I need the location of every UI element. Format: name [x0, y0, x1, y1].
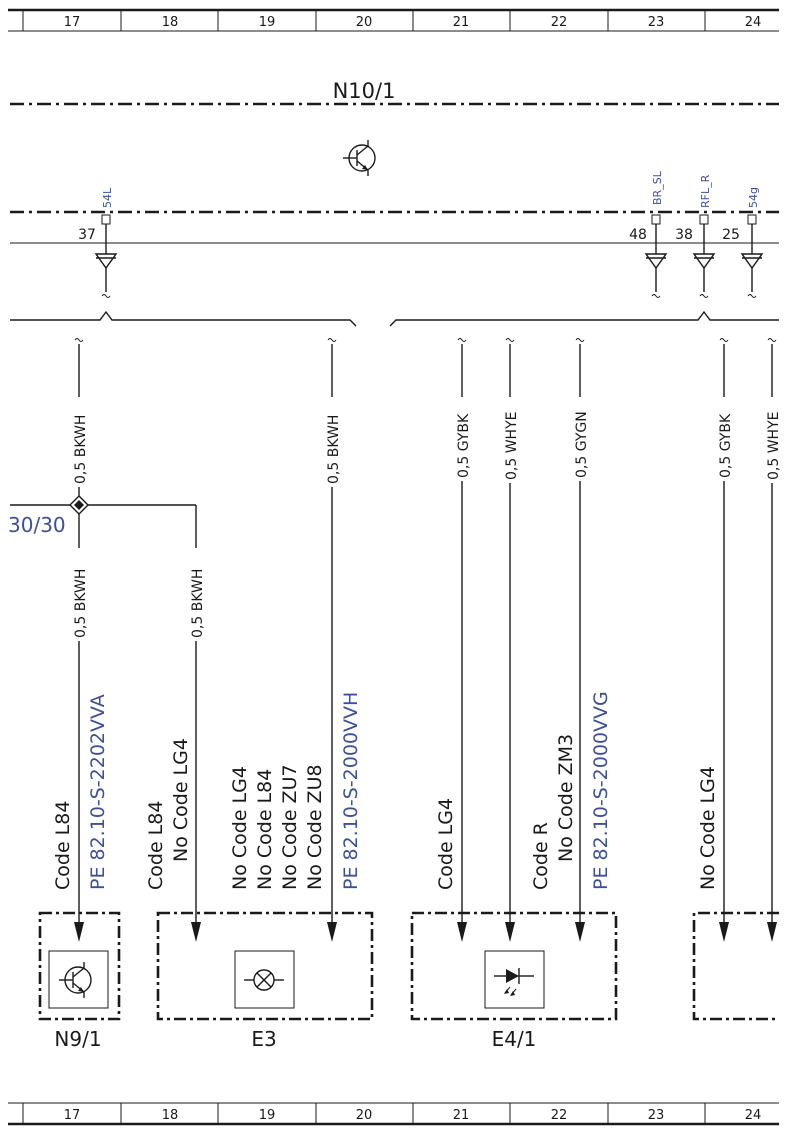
- grid-col-21: 21: [453, 15, 470, 30]
- grid-col-24: 24: [745, 1108, 762, 1123]
- code-label: No Code LG4: [697, 766, 719, 890]
- pin-name: 54L: [101, 187, 114, 208]
- grid-col-18: 18: [162, 15, 179, 30]
- code-label: No Code ZU7: [279, 764, 301, 890]
- pin-number: 25: [722, 227, 740, 243]
- wire-label-8: 0,5 BKWH: [73, 569, 89, 638]
- wire-label-2: 0,5 BKWH: [326, 415, 342, 484]
- harness-brace: [10, 310, 779, 327]
- component-partial-right: [692, 911, 779, 1021]
- transistor-icon: [343, 140, 376, 176]
- grid-col-22: 22: [551, 15, 568, 30]
- wire-label-4: 0,5 WHYE: [504, 412, 520, 480]
- pin-br-sl: BR_SL 48: [629, 170, 668, 298]
- grid-col-17: 17: [64, 1108, 81, 1123]
- grid-col-20: 20: [356, 15, 373, 30]
- component-label: N9/1: [54, 1027, 101, 1051]
- reference-link: PE 82.10-S-2000VVG: [590, 691, 612, 890]
- wire-label-7: 0,5 WHYE: [766, 412, 782, 480]
- wires: 0,5 BKWH 0,5 BKWH 0,5 GYBK 0,5 WHYE 0,5 …: [73, 338, 782, 942]
- component-e4-1: E4/1: [410, 911, 618, 1051]
- component-label: E3: [251, 1027, 276, 1051]
- grid-col-17: 17: [64, 15, 81, 30]
- wire-label-9: 0,5 BKWH: [190, 569, 206, 638]
- code-label: No Code LG4: [170, 738, 192, 862]
- pin-54l: 54L 37: [78, 187, 118, 298]
- code-label: Code L84: [52, 801, 74, 890]
- module-label: N10/1: [333, 79, 396, 103]
- code-label: Code LG4: [435, 798, 457, 890]
- pin-number: 38: [675, 227, 693, 243]
- code-label: Code R: [530, 822, 552, 890]
- grid-col-19: 19: [259, 1108, 276, 1123]
- wire-label-5: 0,5 GYGN: [574, 411, 590, 478]
- led-icon: [494, 968, 534, 996]
- code-label: No Code ZU8: [304, 764, 326, 890]
- grid-col-21: 21: [453, 1108, 470, 1123]
- top-grid-bar: 17 18 19 20 21 22 23 24: [8, 8, 779, 32]
- bottom-grid-bar: 17 18 19 20 21 22 23 24: [8, 1102, 779, 1126]
- grid-col-19: 19: [259, 15, 276, 30]
- module-n10-1: N10/1: [10, 79, 779, 244]
- grid-col-22: 22: [551, 1108, 568, 1123]
- transistor-icon: [59, 962, 92, 998]
- wire-label-6: 0,5 GYBK: [718, 413, 734, 478]
- code-label: No Code LG4: [229, 766, 251, 890]
- pin-name: 54g: [747, 187, 760, 208]
- grid-col-23: 23: [648, 15, 665, 30]
- splice-ref: 30/30: [8, 513, 66, 537]
- component-n9-1: N9/1: [38, 911, 121, 1051]
- grid-col-20: 20: [356, 1108, 373, 1123]
- splice-30-30: 30/30 0,5 BKWH 0,5 BKWH: [8, 495, 206, 942]
- code-label: No Code ZM3: [555, 734, 577, 862]
- code-label: Code L84: [145, 801, 167, 890]
- pin-number: 37: [78, 227, 96, 243]
- pin-rfl-r: RFL_R 38: [675, 174, 716, 298]
- pin-name: RFL_R: [699, 174, 712, 208]
- reference-link: PE 82.10-S-2202VVA: [87, 694, 109, 890]
- reference-link: PE 82.10-S-2000VVH: [340, 692, 362, 890]
- pin-number: 48: [629, 227, 647, 243]
- grid-col-24: 24: [745, 15, 762, 30]
- pin-54g: 54g 25: [722, 187, 764, 298]
- pin-name: BR_SL: [651, 170, 664, 205]
- wire-label-3: 0,5 GYBK: [456, 413, 472, 478]
- wire-label-1: 0,5 BKWH: [73, 415, 89, 484]
- component-label: E4/1: [492, 1027, 537, 1051]
- grid-col-23: 23: [648, 1108, 665, 1123]
- code-conditions: Code L84 PE 82.10-S-2202VVA Code L84 No …: [52, 691, 719, 890]
- grid-col-18: 18: [162, 1108, 179, 1123]
- lamp-icon: [244, 969, 284, 991]
- code-label: No Code L84: [254, 769, 276, 890]
- component-e3: E3: [156, 911, 374, 1051]
